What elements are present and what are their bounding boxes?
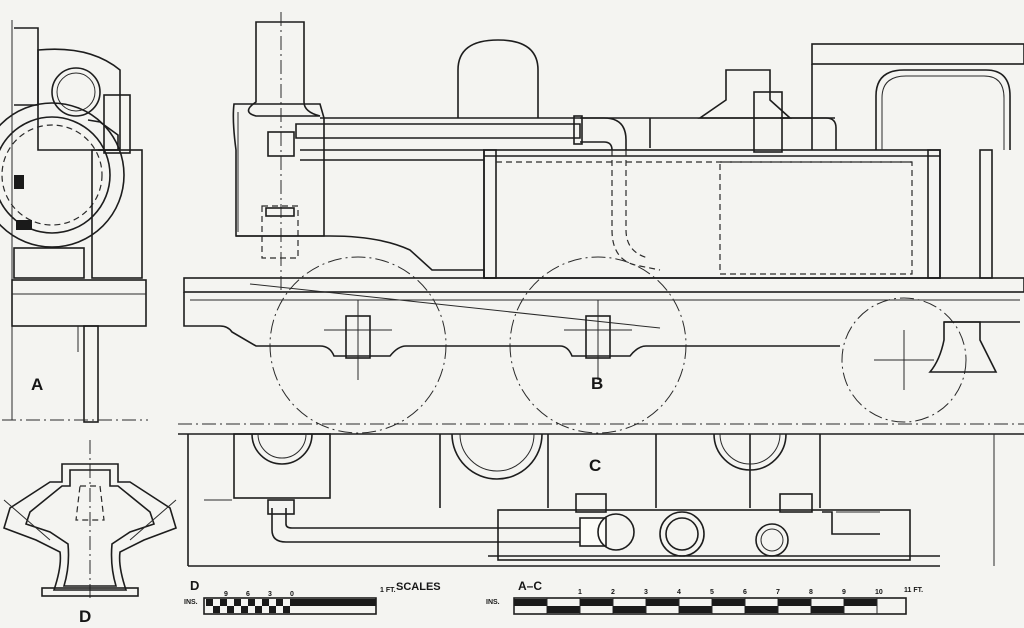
scale-ac-ticks: 1 2 3 4 5 6 7 8 9 10	[578, 589, 883, 596]
scale-d-ticks: 9 6 3 0	[224, 591, 294, 598]
scale-ac-segment	[844, 599, 877, 606]
scale-ac-end-label: 11 FT.	[904, 587, 923, 594]
scale-d-cell	[248, 599, 255, 606]
view-d-section: D	[3, 440, 177, 626]
scale-d-subdivisions	[206, 599, 290, 613]
view-b-label: B	[591, 374, 603, 393]
scale-ac-segment	[613, 606, 646, 613]
scale-d-tick-label: 6	[246, 591, 250, 598]
scale-d-cell	[234, 599, 241, 606]
scale-ac-units: INS.	[486, 599, 500, 606]
scale-d-tick-label: 9	[224, 591, 228, 598]
view-a-label: A	[31, 375, 43, 394]
scale-ac-label: A–C	[518, 579, 542, 593]
scale-d-cell	[276, 599, 283, 606]
scale-ac-segment	[778, 599, 811, 606]
scale-ac-tick-label: 8	[809, 589, 813, 596]
scale-d-cell	[220, 599, 227, 606]
scale-ac-segment	[646, 599, 679, 606]
scale-ac-tick-label: 5	[710, 589, 714, 596]
scale-d-cell	[206, 599, 213, 606]
scale-d-cell	[283, 606, 290, 613]
scale-ac-segment	[712, 599, 745, 606]
scale-ac-segment	[679, 606, 712, 613]
scale-ac-tick-label: 6	[743, 589, 747, 596]
view-c-label: C	[589, 456, 601, 475]
scale-d-cell	[255, 606, 262, 613]
scale-ac-segment	[745, 606, 778, 613]
scale-d-tick-label: 0	[290, 591, 294, 598]
scale-ac-segment	[514, 599, 547, 606]
scales-title: SCALES	[396, 581, 441, 593]
scale-d-cell	[213, 606, 220, 613]
scale-ac-tick-label: 3	[644, 589, 648, 596]
scale-d-label: D	[190, 578, 199, 593]
scale-d-units: INS.	[184, 599, 198, 606]
scale-d-cell	[269, 606, 276, 613]
scale-ac-segment	[547, 606, 580, 613]
scale-d-cell	[262, 599, 269, 606]
scale-ac-segments	[513, 598, 878, 614]
view-a-front-elevation: A	[0, 20, 148, 423]
scale-ac-tick-label: 2	[611, 589, 615, 596]
view-d-label: D	[79, 607, 91, 626]
scale-ac-tick-label: 1	[578, 589, 582, 596]
view-c-plan: C	[178, 433, 1024, 567]
scale-d-tick-label: 3	[268, 591, 272, 598]
scales-block: D SCALES A–C INS. 9 6 3 0 1 FT. INS. 1 2 3 4 5 6…	[184, 578, 923, 615]
scale-ac-tick-label: 9	[842, 589, 846, 596]
scale-ac-tick-label: 4	[677, 589, 681, 596]
scale-ac-tick-label: 10	[875, 589, 883, 596]
scale-d-cell	[241, 606, 248, 613]
scale-d-cell	[227, 606, 234, 613]
scale-ac-segment	[811, 606, 844, 613]
view-b-side-elevation: B	[178, 12, 1024, 434]
scale-ac-tick-label: 7	[776, 589, 780, 596]
scale-d-end-label: 1 FT.	[380, 587, 396, 594]
scale-ac-segment	[580, 599, 613, 606]
